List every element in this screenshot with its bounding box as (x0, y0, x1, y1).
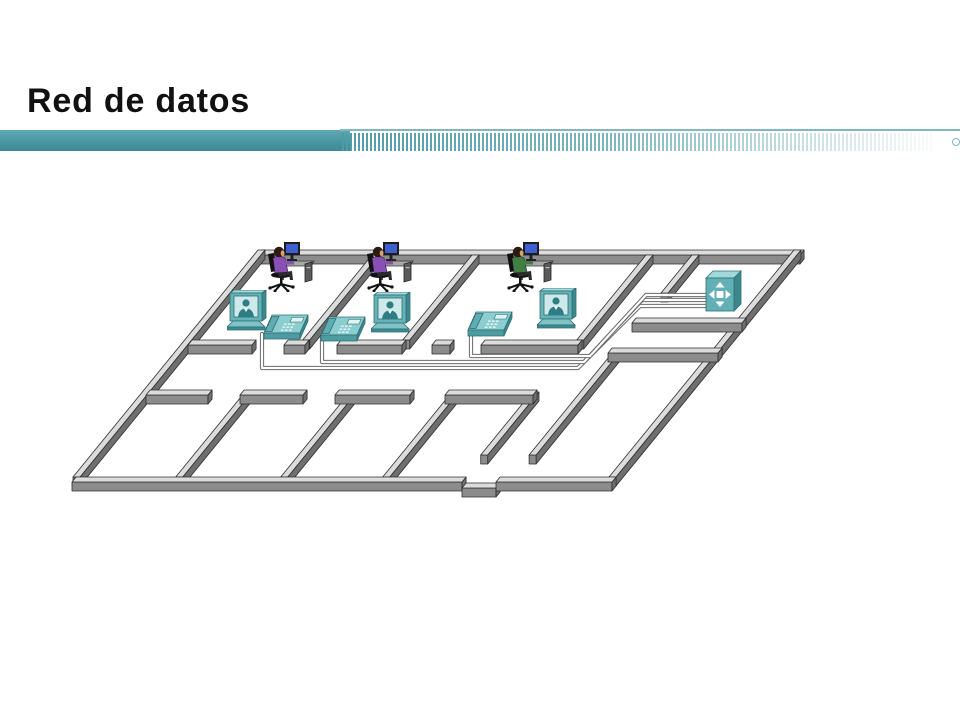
cable-office-3 (468, 292, 715, 359)
wall-top-face (631, 317, 747, 324)
wall-top-face (431, 339, 455, 346)
header-stripes (342, 133, 932, 151)
office-3-front-wall-a (431, 339, 455, 355)
room-wall-1 (145, 389, 213, 405)
header-accent-bar (0, 130, 350, 151)
wall-front-face (239, 394, 304, 405)
wall-top-face (334, 389, 415, 396)
wall-top-face (576, 254, 654, 341)
ip-phone-icon (263, 314, 309, 340)
outer-wall-south-doorway (461, 482, 501, 498)
wall-top-face (480, 339, 583, 346)
user-workstation-icon (366, 241, 414, 292)
wall-front-face (336, 344, 403, 355)
cable-office-1 (259, 303, 727, 371)
wall-front-face (71, 481, 463, 492)
wall-top-face (608, 249, 802, 478)
wall-front-face (461, 487, 497, 498)
room-divider-1 (175, 391, 253, 487)
cable-core (469, 293, 714, 358)
room-wall-4 (444, 389, 538, 405)
wall-side-face (79, 249, 266, 487)
wall-top-face (382, 391, 460, 478)
office-1-front-wall (187, 339, 257, 355)
user-workstation-icon (506, 241, 554, 292)
wall-side-face (287, 391, 358, 487)
cable-office-2 (319, 297, 727, 365)
room-divider-2 (280, 391, 358, 487)
wall-top-face (402, 254, 480, 341)
ip-phone-icon (320, 316, 366, 342)
room-wall-3 (334, 389, 415, 405)
wall-top-face (461, 482, 501, 489)
wall-front-face (145, 394, 209, 405)
office-3-front-wall-b (480, 339, 583, 355)
wall-front-face (480, 454, 489, 465)
wiring-closet-front-wall (631, 317, 747, 333)
wall-side-face (182, 391, 253, 487)
wall-top-face (495, 476, 617, 483)
outer-wall-south-a (71, 476, 467, 492)
room-divider-4 (480, 391, 540, 465)
corridor-wall-north (607, 347, 723, 363)
wall-top-face (71, 476, 467, 483)
wall-top-face (72, 249, 266, 478)
wall-top-face (280, 391, 358, 478)
wall-top-face (283, 339, 310, 346)
room-wall-2 (239, 389, 308, 405)
cable-runs (259, 292, 727, 371)
wall-top-face (175, 391, 253, 478)
wall-front-face (444, 394, 534, 405)
wall-top-face (607, 347, 723, 354)
wall-front-face (631, 322, 743, 333)
outer-wall-west (72, 249, 266, 487)
office-divider-2 (402, 254, 480, 350)
office-2-front-wall (336, 339, 407, 355)
slide-title: Red de datos (27, 82, 251, 120)
wall-front-face (187, 344, 253, 355)
video-monitor-icon (371, 292, 411, 333)
wall-front-face (283, 344, 306, 355)
wall-front-face (334, 394, 411, 405)
user-workstation-icon (267, 241, 315, 292)
room-divider-3 (382, 391, 460, 487)
outer-wall-east (608, 249, 802, 487)
video-monitor-icon (227, 290, 267, 331)
switch-icon (705, 270, 742, 312)
floor-plan-walls (71, 249, 805, 498)
wall-front-face (431, 344, 451, 355)
wall-top-face (145, 389, 213, 396)
cable-core (320, 298, 726, 364)
wall-top-face (239, 389, 308, 396)
ip-phone-icon (467, 311, 513, 337)
header-rule (340, 129, 960, 131)
wall-top-face (444, 389, 538, 396)
wall-front-face (495, 481, 613, 492)
video-monitor-icon (537, 288, 577, 329)
wall-front-face (607, 352, 719, 363)
wall-side-face (389, 391, 460, 487)
cable-core (260, 304, 726, 370)
wall-top-face (187, 339, 257, 346)
outer-wall-south-b (495, 476, 617, 492)
office-1-front-wall-b (283, 339, 310, 355)
wall-front-face (480, 344, 579, 355)
wall-front-face (528, 454, 537, 465)
